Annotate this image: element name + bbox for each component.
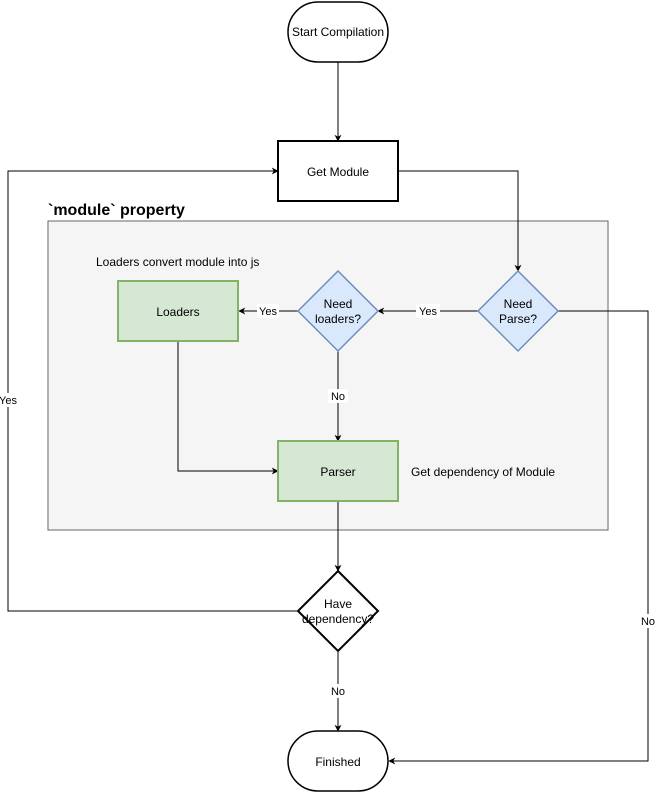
loaders-label: Loaders (156, 305, 199, 319)
group-title: `module` property (48, 202, 185, 219)
terminal-shape (287, 730, 389, 792)
decision-shape (296, 269, 380, 353)
node-finished[interactable]: Finished (287, 730, 389, 792)
get-module-label: Get Module (307, 165, 369, 179)
need-parse-label-line1: Need (504, 297, 533, 311)
node-need-parse[interactable]: Need Parse? (476, 269, 560, 353)
node-get-module[interactable]: Get Module (277, 140, 399, 202)
edge-label-dependency-yes: Yes (0, 395, 17, 407)
edge-label-parse-yes: Yes (419, 306, 437, 318)
decision-shape (476, 269, 560, 353)
edges (7, 62, 649, 765)
edge-have-dependency-yes-loop (7, 167, 298, 612)
terminal-shape (287, 1, 389, 63)
edge-label-dependency-no: No (331, 686, 345, 698)
parser-note: Get dependency of Module (411, 465, 555, 479)
edge-need-parse-no-to-finished (388, 310, 649, 765)
process-shape (277, 440, 399, 502)
finished-label: Finished (315, 755, 360, 769)
edge-label-parse-no: No (641, 616, 655, 628)
edge-loaders-to-parser (177, 341, 279, 475)
need-loaders-label-line1: Need (324, 297, 353, 311)
start-label: Start Compilation (292, 25, 384, 39)
edge-labels: Yes Yes No Yes No No (0, 304, 657, 698)
need-loaders-label-line2: loaders? (315, 312, 361, 326)
node-have-dependency[interactable]: Have dependency? (296, 569, 380, 653)
node-need-loaders[interactable]: Need loaders? (296, 269, 380, 353)
loaders-note: Loaders convert module into js (96, 255, 259, 269)
node-parser[interactable]: Parser (277, 440, 399, 502)
process-shape (277, 140, 399, 202)
node-loaders[interactable]: Loaders (117, 280, 239, 342)
decision-shape (296, 569, 380, 653)
need-parse-label-line2: Parse? (499, 312, 537, 326)
process-shape (117, 280, 239, 342)
edge-label-loaders-no: No (331, 391, 345, 403)
parser-label: Parser (320, 465, 355, 479)
node-start[interactable]: Start Compilation (287, 1, 389, 63)
edge-label-loaders-yes: Yes (259, 306, 277, 318)
have-dependency-label-line2: dependency? (302, 612, 374, 626)
edge-get-module-to-need-parse (398, 170, 522, 272)
have-dependency-label-line1: Have (324, 597, 352, 611)
